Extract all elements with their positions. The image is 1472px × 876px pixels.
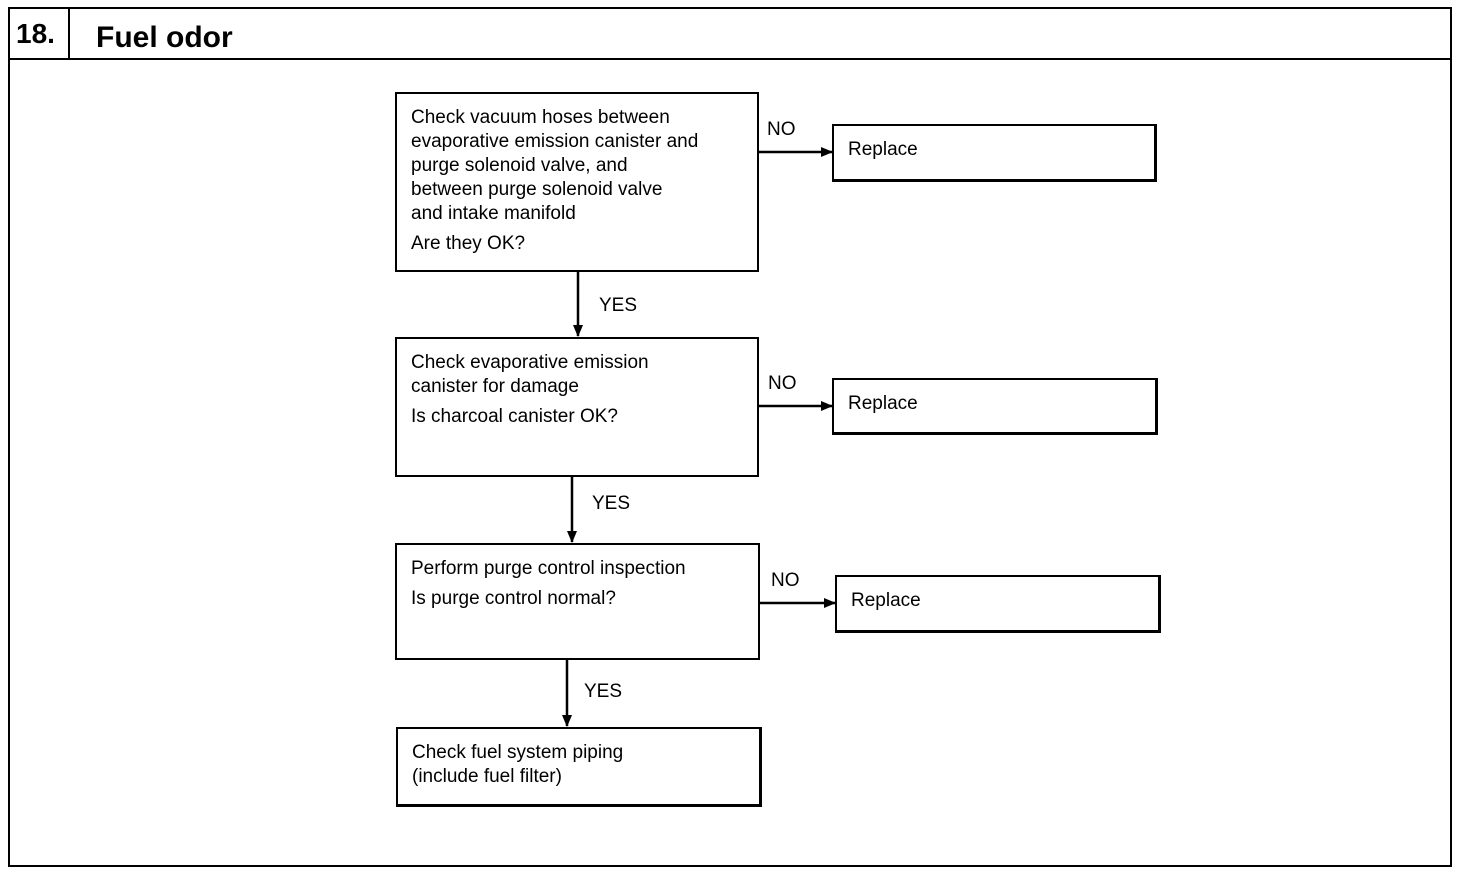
no-label-3: NO xyxy=(771,570,800,591)
replace-label: Replace xyxy=(851,590,921,611)
replace-box-3: Replace xyxy=(835,575,1161,633)
step-line: (include fuel filter) xyxy=(412,766,562,787)
no-label-1: NO xyxy=(767,119,796,140)
no-label-2: NO xyxy=(768,373,797,394)
replace-label: Replace xyxy=(848,139,918,160)
step-question: Are they OK? xyxy=(411,233,526,254)
step-box-check-vacuum-hoses: Check vacuum hoses between evaporative e… xyxy=(395,92,759,272)
step-line: Perform purge control inspection xyxy=(411,558,686,579)
step-box-check-canister: Check evaporative emission canister for … xyxy=(395,337,759,477)
step-question: Is charcoal canister OK? xyxy=(411,406,618,427)
yes-label-1: YES xyxy=(599,295,638,316)
replace-box-1: Replace xyxy=(832,124,1157,182)
step-box-purge-control-inspection: Perform purge control inspection Is purg… xyxy=(395,543,760,660)
step-line: Check evaporative emission xyxy=(411,352,649,373)
header-bar: 18. Fuel odor xyxy=(10,9,1450,60)
step-question: Is purge control normal? xyxy=(411,588,616,609)
step-line: canister for damage xyxy=(411,376,579,397)
replace-label: Replace xyxy=(848,393,918,414)
step-box-check-fuel-piping: Check fuel system piping (include fuel f… xyxy=(396,727,762,807)
step-line: Check fuel system piping xyxy=(412,742,624,763)
step-line: and intake manifold xyxy=(411,203,576,224)
yes-label-3: YES xyxy=(584,681,623,702)
replace-box-2: Replace xyxy=(832,378,1158,435)
yes-label-2: YES xyxy=(592,493,631,514)
step-line: purge solenoid valve, and xyxy=(411,155,628,176)
section-number: 18. xyxy=(10,9,70,58)
page-title: Fuel odor xyxy=(96,21,233,54)
diagram-frame: 18. Fuel odor xyxy=(8,7,1452,867)
step-line: Check vacuum hoses between xyxy=(411,107,670,128)
step-line: between purge solenoid valve xyxy=(411,179,663,200)
step-line: evaporative emission canister and xyxy=(411,131,699,152)
